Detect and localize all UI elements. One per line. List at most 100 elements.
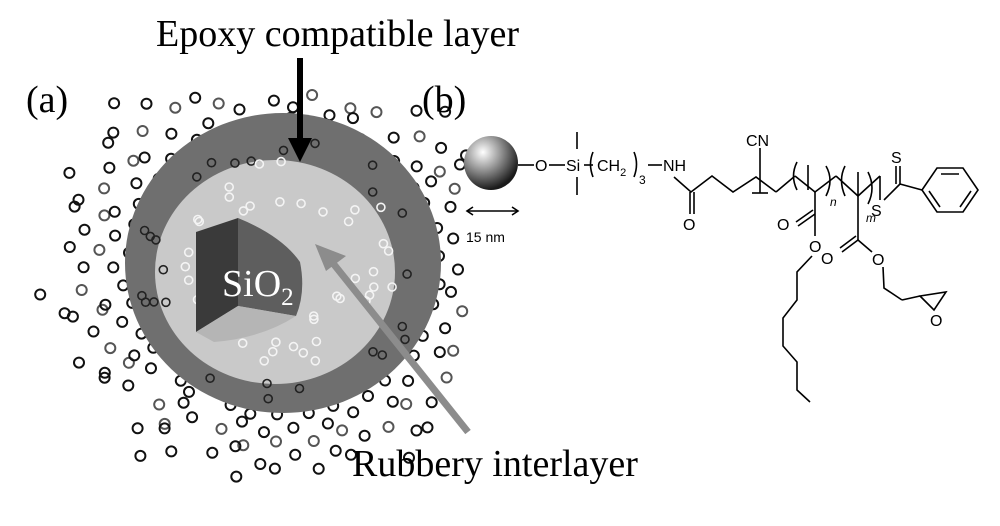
epoxy-layer-arrow [288,58,312,162]
chain-bead [87,325,100,338]
chain-bead [413,130,426,143]
rubbery-interlayer-label: Rubbery interlayer [352,443,638,485]
shell-bead [278,145,289,156]
chain-bead [358,429,371,442]
chain-bead [131,422,144,435]
shell-bead [367,187,378,197]
chain-bead [116,315,129,328]
shell-bead [183,275,194,286]
chain-bead [321,417,334,430]
chain-bead [347,406,360,419]
chain-bead [109,229,122,242]
chain-bead [345,448,357,461]
panel-a-label: (a) [26,79,68,121]
shell-bead [254,159,265,169]
chain-bead [202,117,215,130]
chain-bead [421,421,434,434]
chain-bead [402,374,415,387]
core-front-face [238,218,303,316]
chain-bead [329,444,342,457]
chain-bead [99,298,112,311]
chain-bead [306,89,319,101]
chain-bead [103,161,116,174]
silica-nanoparticle [464,136,518,190]
shell-bead [193,214,203,225]
chain-bead [215,422,228,435]
chain-bead [158,417,171,430]
chain-bead [445,285,457,298]
chain-bead [336,424,349,437]
shell-bead [368,266,379,277]
shell-bead [350,205,360,215]
chain-bead [425,175,438,188]
shell-bead [335,293,345,304]
benzene-ring [921,167,979,213]
shell-bead [230,158,240,168]
chain-bead [425,396,438,409]
chain-bead [254,458,267,470]
shell-bead [310,138,320,149]
shell-bead [288,341,299,352]
chain-bead [444,200,457,213]
chain-bead [153,398,166,411]
chain-bead [233,103,246,116]
shell-bead [368,346,378,357]
atom-o-epoxide: O [930,313,942,330]
shell-bead [378,238,389,249]
chain-bead [370,106,383,119]
atom-s-thiocarbonyl: S [891,150,902,167]
bond [795,209,814,223]
bracket-n-close [825,165,831,197]
shell-bead [192,172,202,182]
atom-o-ester2: O [872,252,884,269]
chain-bead [289,448,302,461]
panel-b-label: (b) [422,79,466,121]
shell-bead [271,337,281,348]
shell-bead [368,282,379,292]
chain-bead [78,223,91,236]
chain-bead [158,422,171,435]
chain-bead [102,136,115,149]
atom-nh: NH [663,158,686,175]
bond [883,183,901,201]
chain-bead [77,261,90,274]
shell-bead [387,282,397,292]
chain-bead [127,154,140,167]
shell-bead [308,311,319,321]
shell-bead [376,202,386,213]
chain-bead [165,127,178,140]
chain-bead [267,94,280,107]
silica-core: SiO2 [196,218,303,342]
chain-bead [107,126,120,139]
chain-bead [212,97,225,110]
shell-bead [294,383,305,394]
chain-bead [440,371,453,384]
shell-bead [161,297,171,308]
bracket-n-open [792,161,798,191]
chain-bead [75,284,88,296]
chain-bead [268,462,281,475]
chain-bead [98,366,111,379]
shell-bead [397,321,408,332]
shell-bead [137,290,147,301]
chain-bead [58,307,71,320]
chain-bead [136,125,149,137]
chain-bead [72,193,85,206]
chain-bead [169,101,182,114]
shell-bead [183,247,194,258]
chain-bead [433,165,446,178]
bond [775,175,796,193]
shell-bead [224,182,234,192]
chain-bead [107,261,120,274]
chain-bead [98,371,111,384]
chain-bead [452,263,464,276]
shell-bead [402,269,412,279]
shell-bead [400,334,410,345]
chain-bead [236,415,248,428]
chain-bead [447,344,460,357]
shell-bead [180,261,191,272]
shell-bead [206,157,217,168]
chain-bead [386,395,399,408]
chain-bead [344,102,357,115]
